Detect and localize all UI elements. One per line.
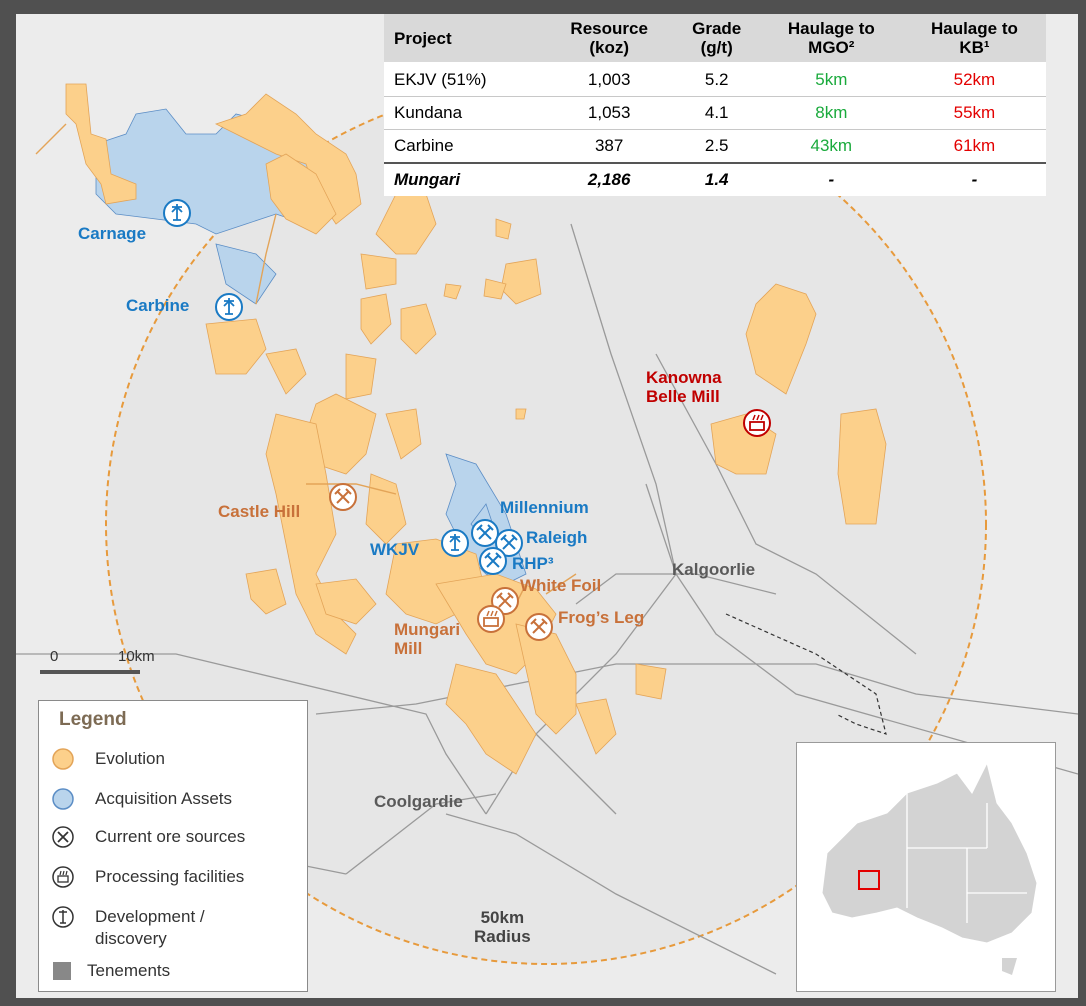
cell: 52km	[902, 63, 1046, 97]
col-grade: Grade(g/t)	[673, 14, 760, 64]
mill-icon	[477, 605, 505, 633]
scale-zero: 0	[50, 648, 59, 665]
acquisition-swatch	[52, 788, 74, 810]
cell: 61km	[902, 129, 1046, 164]
map-base	[16, 83, 1078, 975]
table-total-row: Mungari 2,186 1.4 - -	[384, 162, 1046, 196]
drill-rig-icon	[441, 529, 469, 557]
australia-outline	[821, 761, 1038, 975]
pickaxe-icon	[495, 529, 523, 557]
cell: 1,003	[544, 63, 674, 97]
drill-rig-icon	[52, 906, 74, 928]
table-row: EKJV (51%) 1,003 5.2 5km 52km	[384, 63, 1046, 97]
cell: 1,053	[544, 96, 674, 130]
cell: 2,186	[544, 162, 674, 196]
evolution-swatch	[52, 748, 74, 770]
table-row: Carbine 387 2.5 43km 61km	[384, 129, 1046, 164]
tenement-swatch	[53, 962, 71, 980]
pickaxe-icon	[525, 613, 553, 641]
mill-icon	[52, 866, 74, 888]
col-project: Project	[384, 14, 545, 64]
cell: Kundana	[384, 96, 545, 130]
haul-lines	[35, 123, 577, 605]
evolution-tenements	[65, 83, 887, 775]
drill-rig-icon	[215, 293, 243, 321]
mill-icon	[743, 409, 771, 437]
label-wkjv: WKJV	[370, 540, 420, 559]
label-castle-hill: Castle Hill	[218, 502, 301, 521]
label-kalgoorlie: Kalgoorlie	[672, 560, 756, 579]
cell: Mungari	[384, 162, 545, 196]
col-resource: Resource(koz)	[544, 14, 674, 64]
legend: Legend Evolution Acquisition Assets Curr…	[38, 700, 308, 992]
cell: EKJV (51%)	[384, 63, 545, 97]
cell: 387	[544, 129, 674, 164]
pickaxe-icon	[471, 519, 499, 547]
label-white-foil: White Foil	[520, 576, 602, 595]
rail-line	[725, 613, 887, 735]
label-rhp: RHP³	[512, 554, 554, 573]
label-frogs-leg: Frog’s Leg	[558, 608, 645, 627]
scale-line	[40, 670, 140, 674]
scale-ten: 10km	[118, 648, 155, 665]
legend-title: Legend	[59, 709, 127, 730]
label-millennium: Millennium	[500, 498, 589, 517]
cell: -	[759, 162, 903, 196]
resource-table: Project Resource(koz) Grade(g/t) Haulage…	[384, 14, 1046, 196]
drill-rig-icon	[163, 199, 191, 227]
cell: 5km	[759, 63, 903, 97]
cell: -	[902, 162, 1046, 196]
cell: 5.2	[673, 63, 760, 97]
pickaxe-icon	[479, 547, 507, 575]
cell: Carbine	[384, 129, 545, 164]
table-header-row: Project Resource(koz) Grade(g/t) Haulage…	[384, 14, 1046, 64]
cell: 55km	[902, 96, 1046, 130]
cell: 2.5	[673, 129, 760, 164]
label-carnage: Carnage	[78, 224, 147, 243]
pickaxe-icon	[329, 483, 357, 511]
map-canvas: Project Resource(koz) Grade(g/t) Haulage…	[16, 14, 1078, 998]
cell: 43km	[759, 129, 903, 164]
label-raleigh: Raleigh	[526, 528, 588, 547]
location-box	[858, 870, 880, 890]
cell: 8km	[759, 96, 903, 130]
table-row: Kundana 1,053 4.1 8km 55km	[384, 96, 1046, 130]
pickaxe-icon	[52, 826, 74, 848]
cell: 4.1	[673, 96, 760, 130]
australia-inset	[796, 742, 1056, 992]
cell: 1.4	[673, 162, 760, 196]
label-coolgardie: Coolgardie	[374, 792, 463, 811]
label-carbine: Carbine	[126, 296, 190, 315]
